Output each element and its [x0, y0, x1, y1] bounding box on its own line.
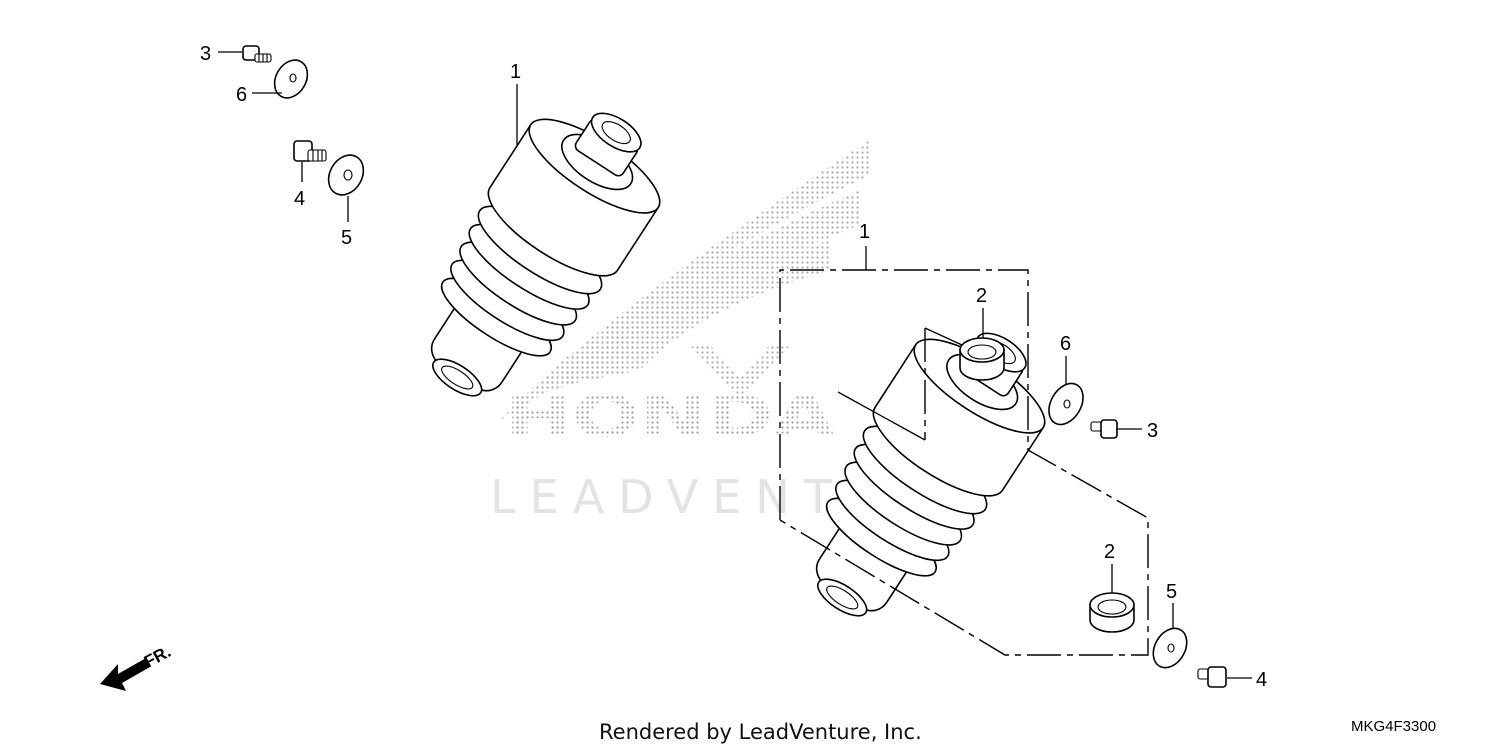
callout-left-bolt-3: 3	[200, 43, 211, 65]
leader-lines	[218, 51, 1252, 679]
callout-right-bolt-4: 4	[1256, 669, 1267, 691]
left-washer-5	[327, 154, 365, 196]
diagram-code: MKG4F3300	[1351, 718, 1436, 735]
callout-right-bolt-3: 3	[1147, 420, 1158, 442]
right-bolt-3	[1090, 419, 1118, 439]
assembly-outline	[779, 269, 1149, 656]
callout-left-washer-6: 6	[236, 84, 247, 106]
callout-left-shock-1: 1	[510, 61, 521, 83]
callout-right-washer-5: 5	[1166, 581, 1177, 603]
right-washer-6	[1048, 382, 1084, 426]
callout-right-washer-6: 6	[1060, 333, 1071, 355]
right-washer-5	[1152, 627, 1188, 669]
callout-right-bushing-lower-2: 2	[1104, 541, 1115, 563]
upper-bushing	[959, 337, 1005, 381]
left-shock-absorber	[430, 112, 661, 397]
callout-right-bushing-upper-2: 2	[976, 285, 987, 307]
callout-left-washer-5: 5	[341, 227, 352, 249]
callout-left-bolt-4: 4	[294, 188, 305, 210]
left-washer-6	[273, 59, 309, 99]
lower-bushing	[1089, 592, 1135, 633]
front-direction-arrow-icon	[100, 658, 150, 691]
watermark-wing-logo	[500, 140, 870, 420]
footer-credit: Rendered by LeadVenture, Inc.	[599, 720, 922, 744]
right-bolt-4	[1197, 666, 1227, 688]
watermark-brand: HONDA	[505, 382, 835, 450]
left-bolt-4	[293, 140, 327, 162]
callout-right-shock-1: 1	[859, 221, 870, 243]
left-bolt-3	[242, 45, 272, 63]
right-shock-absorber	[815, 332, 1046, 617]
